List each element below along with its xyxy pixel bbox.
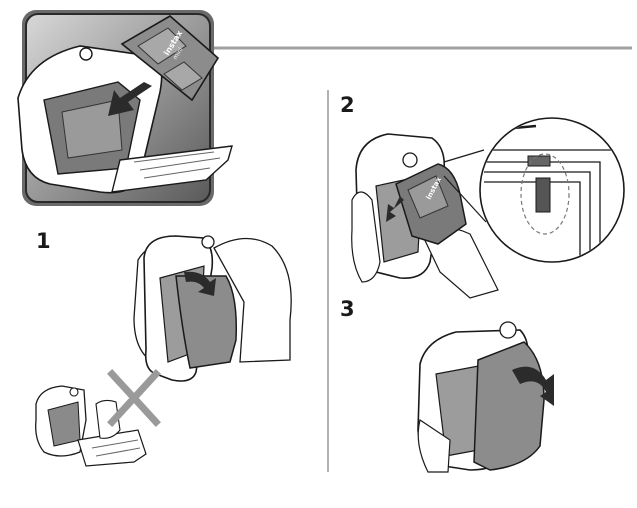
step-3-number: 3 — [340, 297, 355, 321]
step-3-illustration — [417, 321, 554, 473]
insert-arrow-icon — [108, 82, 152, 116]
curved-arrow-icon — [512, 366, 554, 406]
step-1-arrow-icon — [184, 271, 216, 296]
header-camera — [17, 45, 233, 194]
zoom-callout — [479, 117, 625, 263]
wrong-example-illustration — [35, 369, 161, 467]
wrong-cross-icon — [107, 369, 161, 427]
step-1-illustration — [133, 235, 292, 382]
step-2-illustration: instax — [351, 117, 625, 299]
step-1-number: 1 — [36, 229, 51, 253]
step-2-arrow-icon — [386, 196, 404, 222]
header-film-pack: instax mini — [120, 15, 220, 102]
highlight-dashed-oval — [520, 153, 570, 235]
step-2-number: 2 — [340, 93, 355, 117]
header-illustration: instax mini — [17, 10, 632, 206]
